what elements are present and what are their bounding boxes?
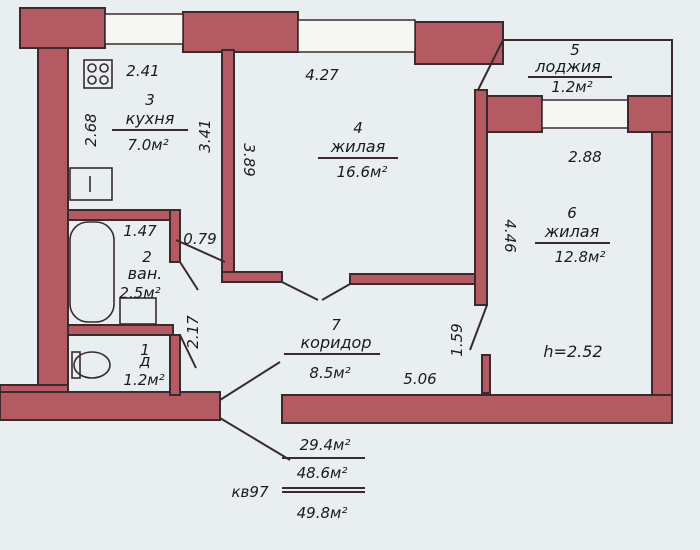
room-number: 1	[140, 341, 150, 359]
partition-living1-bottom-left	[221, 271, 283, 283]
room-name: жилая	[330, 137, 386, 156]
apartment-number: кв97	[232, 483, 269, 501]
stove-burner-1	[87, 63, 97, 73]
room-number: 6	[567, 204, 577, 222]
window-living2	[541, 99, 629, 129]
dim-kitchen-right: 3.41	[196, 119, 214, 152]
toilet-icon	[73, 351, 111, 379]
wall-right	[651, 131, 673, 423]
dim-living1-width: 4.27	[305, 66, 339, 84]
stove-burner-4	[99, 75, 109, 85]
dim-bath-door: 0.79	[183, 230, 216, 248]
stove-icon	[83, 59, 113, 89]
stove-burner-2	[99, 63, 109, 73]
dim-living2-width: 2.88	[568, 148, 601, 166]
partition-bath-wc	[67, 324, 174, 336]
room-name: д	[138, 351, 150, 370]
dim-kitchen-left: 2.68	[82, 113, 100, 146]
dim-corridor-left: 1.59	[448, 323, 466, 356]
toilet-tank	[71, 351, 81, 379]
dim-living2-left: 4.46	[501, 219, 519, 252]
room-name: кухня	[126, 109, 175, 128]
loggia-outline	[477, 39, 673, 96]
room-number: 4	[353, 119, 363, 137]
partition-corridor-stub	[481, 354, 491, 394]
loggia-border	[503, 39, 673, 96]
room-area: 16.6м²	[337, 163, 388, 181]
room-corridor: 7 коридор 8.5м²	[300, 316, 371, 382]
room-wc: 1 д 1.2м²	[123, 341, 164, 389]
dim-living1-left: 3.89	[240, 143, 258, 176]
room-area: 1.2м²	[551, 78, 592, 96]
room-area: 2.5м²	[119, 284, 160, 302]
room-kitchen: 3 кухня 7.0м²	[126, 91, 175, 154]
room-area: 1.2м²	[123, 371, 164, 389]
dimensions: 2.41 2.68 3.41 4.27 3.89 2.88 4.46 1.47 …	[82, 62, 603, 388]
room-number: 2	[142, 248, 152, 266]
partition-living1-living2	[474, 89, 488, 306]
room-living1: 4 жилая 16.6м²	[330, 119, 388, 181]
wall-top-middle	[182, 11, 299, 53]
room-area: 7.0м²	[127, 136, 168, 154]
door-kitchen	[175, 239, 226, 263]
wall-room6-top-right	[627, 95, 673, 133]
door-living1-left	[281, 281, 319, 301]
room-number: 5	[570, 41, 580, 59]
door-living1-right	[321, 283, 351, 301]
room-living2: 6 жилая 12.8м²	[544, 204, 606, 266]
partition-living1-bottom-right	[349, 273, 483, 285]
room-name: ван.	[128, 264, 163, 283]
room-name: жилая	[544, 222, 600, 241]
bathtub-icon	[69, 221, 115, 323]
wall-top-right	[414, 21, 504, 65]
leader-corridor	[219, 361, 281, 401]
room-number: 3	[145, 91, 155, 109]
room-name: коридор	[300, 333, 371, 352]
door-swings	[175, 239, 488, 461]
room-name: лоджия	[534, 57, 601, 76]
wall-top-left	[19, 7, 106, 49]
room-bath: 2 ван. 2.5м²	[119, 248, 162, 302]
wall-left	[37, 47, 69, 394]
door-living2	[469, 304, 488, 351]
room-area: 8.5м²	[309, 364, 350, 382]
fixtures	[69, 59, 157, 379]
kitchen-sink-icon	[69, 167, 113, 201]
underlines	[112, 76, 612, 355]
stove-burner-3	[87, 75, 97, 85]
window-kitchen	[104, 13, 184, 45]
door-wc	[179, 334, 197, 369]
total-area: 48.6м²	[297, 464, 348, 482]
window-living1	[297, 19, 416, 53]
partition-bath-right	[169, 209, 181, 263]
loggia-door-line	[477, 39, 504, 91]
dim-bath-width: 1.47	[123, 222, 157, 240]
wall-bottom-left	[0, 391, 221, 421]
partition-wc-right	[169, 334, 181, 396]
washbasin-icon	[119, 297, 157, 325]
wall-room6-top-left	[479, 95, 543, 133]
partitions	[67, 49, 491, 396]
dim-wc-height: 2.17	[184, 315, 202, 349]
room-area: 12.8м²	[555, 248, 606, 266]
total-living-area: 29.4м²	[300, 436, 351, 454]
partition-kitchen-bath	[67, 209, 181, 221]
walls	[0, 7, 673, 424]
total-area-with-loggia: 49.8м²	[297, 504, 348, 522]
room-number: 7	[331, 316, 341, 334]
partition-kitchen-living	[221, 49, 235, 279]
room-loggia: 5 лоджия 1.2м²	[534, 41, 601, 96]
dim-kitchen-width: 2.41	[126, 62, 159, 80]
door-bath	[179, 261, 199, 291]
ceiling-height: h=2.52	[543, 342, 602, 361]
apartment-totals: 29.4м² 48.6м² кв97 49.8м²	[232, 436, 365, 522]
wall-bottom-right	[281, 394, 673, 424]
dim-corridor-width: 5.06	[403, 370, 436, 388]
leader-totals	[219, 417, 291, 461]
